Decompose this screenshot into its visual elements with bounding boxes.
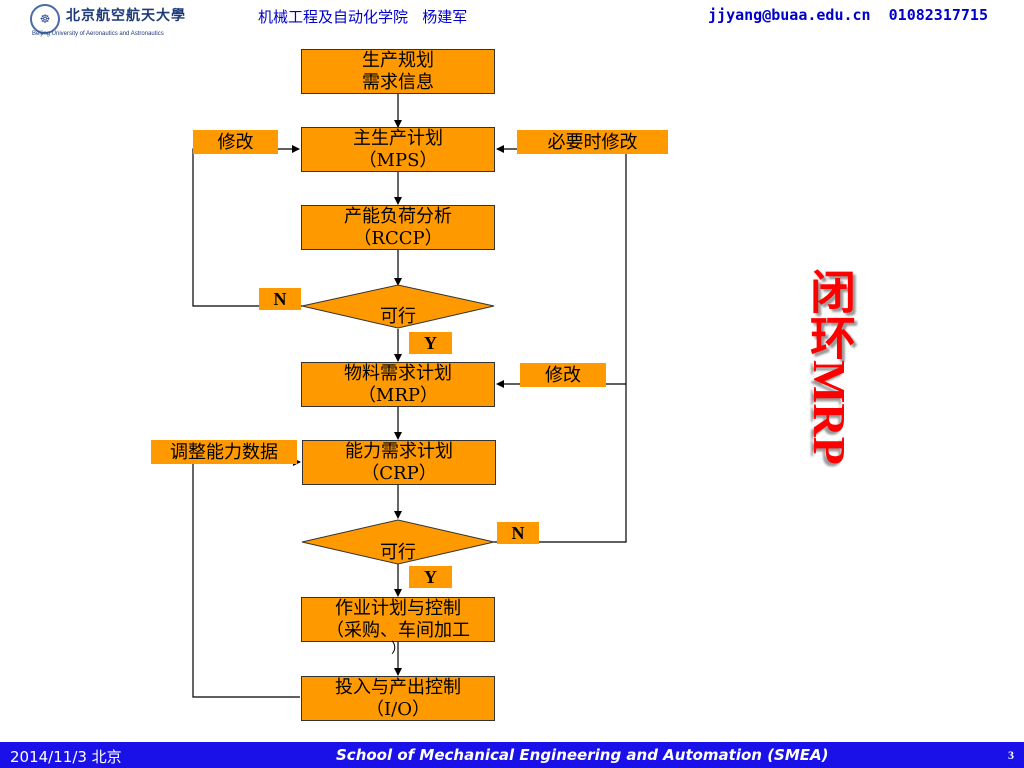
node-label: （MRP）: [357, 385, 439, 406]
node-label: 投入与产出控制: [335, 677, 461, 698]
footer-school: School of Mechanical Engineering and Aut…: [336, 746, 829, 764]
node-label: （CRP）: [361, 463, 437, 484]
decision-diamond-1: [301, 284, 495, 329]
node-rccp: 产能负荷分析 （RCCP）: [301, 205, 495, 250]
university-name-en: Beijing University of Aeronautics and As…: [32, 31, 164, 37]
decision-label-2: 可行: [380, 542, 416, 563]
node-label: （RCCP）: [353, 228, 443, 249]
label-modify-mrp: 修改: [520, 363, 606, 387]
node-mrp: 物料需求计划 （MRP）: [301, 362, 495, 407]
loop-decision1-to-mps: [192, 145, 302, 307]
label-n-decision2: N: [497, 522, 539, 544]
university-seal-icon: ☸: [30, 4, 60, 34]
loop-io-to-crp: [192, 458, 301, 698]
university-name-cn: 北京航空航天大學: [66, 8, 186, 24]
flowchart-connectors: [192, 94, 627, 698]
node-label: 能力需求计划: [345, 441, 453, 462]
node-label: 产能负荷分析: [344, 206, 452, 227]
node-label: （MPS）: [358, 150, 438, 171]
label-y-decision1: Y: [409, 332, 452, 354]
node-label: 生产规划: [362, 50, 434, 71]
node-label: 需求信息: [362, 72, 434, 93]
node-label: （采购、车间加工: [326, 620, 470, 641]
label-n-decision1: N: [259, 288, 301, 310]
node-label: 作业计划与控制: [335, 598, 461, 619]
node-mps: 主生产计划 （MPS）: [301, 127, 495, 172]
slide-footer: 2014/11/3 北京 School of Mechanical Engine…: [0, 742, 1024, 768]
footer-page-number: 3: [1008, 748, 1014, 762]
node-label: （I/O）: [366, 699, 430, 720]
slide-title-vertical: 闭环MRP: [804, 268, 855, 465]
header-contact: jjyang@buaa.edu.cn 01082317715: [708, 6, 988, 24]
label-y-decision2: Y: [409, 566, 452, 588]
label-modify-if-needed: 必要时修改: [517, 130, 668, 154]
loop-decision2-to-right: [494, 145, 627, 543]
label-adjust-capacity: 调整能力数据: [151, 440, 297, 464]
node-crp: 能力需求计划 （CRP）: [302, 440, 496, 485]
node-io-control: 投入与产出控制 （I/O）: [301, 676, 495, 721]
node-production-planning: 生产规划 需求信息: [301, 49, 495, 94]
label-modify-left: 修改: [193, 130, 278, 154]
decision-diamond-2: [301, 519, 495, 565]
node-operations-control: 作业计划与控制 （采购、车间加工 ）: [301, 597, 495, 656]
slide-header: ☸ 北京航空航天大學 Beijing University of Aeronau…: [0, 0, 1024, 42]
node-label: ）: [391, 641, 405, 657]
header-department-author: 机械工程及自动化学院 杨建军: [258, 8, 468, 26]
node-label: 物料需求计划: [344, 363, 452, 384]
node-label: 主生产计划: [353, 128, 443, 149]
footer-date: 2014/11/3 北京: [10, 748, 122, 766]
university-logo: ☸ 北京航空航天大學 Beijing University of Aeronau…: [30, 3, 205, 39]
decision-label-1: 可行: [380, 306, 416, 327]
